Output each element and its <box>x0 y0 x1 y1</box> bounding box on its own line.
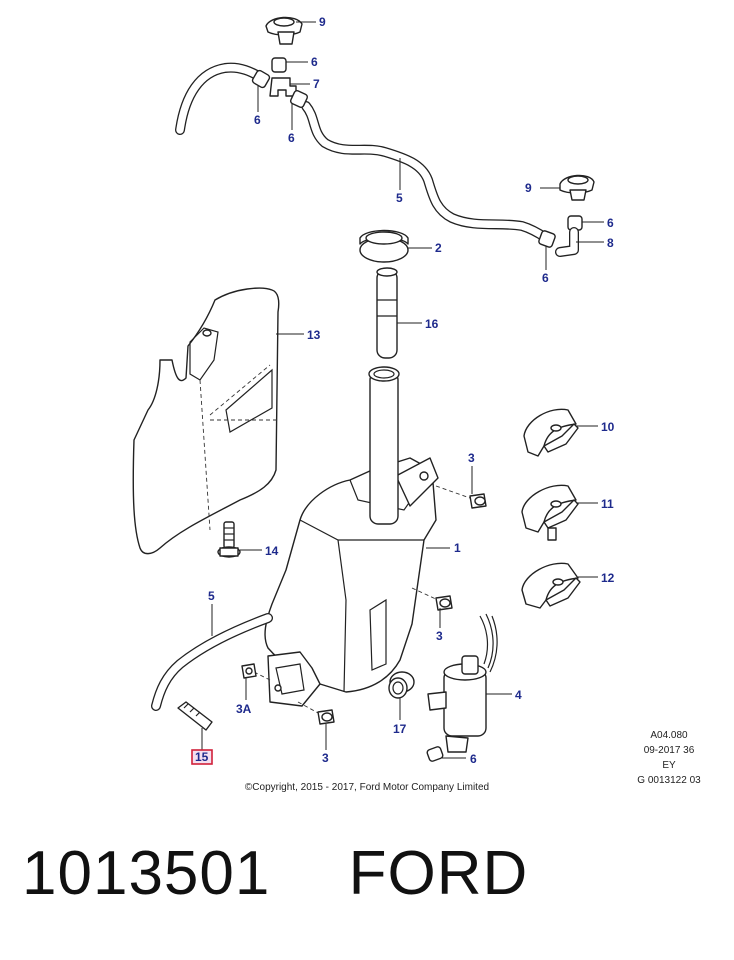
filler-neck-16 <box>376 267 398 359</box>
callout-6[interactable]: 6 <box>607 216 614 230</box>
callout-3A[interactable]: 3A <box>236 702 252 716</box>
bolt-3-mid <box>435 595 453 611</box>
washer-jet-9-left <box>265 16 303 45</box>
connector-6-right-bottom <box>538 230 556 248</box>
clip-10 <box>523 408 579 457</box>
splash-shield-13 <box>132 287 280 555</box>
meta-line: 09-2017 36 <box>643 745 695 756</box>
connector-15 <box>177 701 213 731</box>
parts-diagram: 9 6 7 6 6 5 9 6 8 6 2 16 13 10 3 11 1 14… <box>132 15 615 766</box>
meta-line: G 0013122 03 <box>637 775 701 786</box>
part-number: 1013501 <box>22 839 271 908</box>
callout-1[interactable]: 1 <box>454 541 461 555</box>
copyright-notice: ©Copyright, 2015 - 2017, Ford Motor Comp… <box>244 782 490 793</box>
highlight-box-15 <box>191 749 213 765</box>
callout-11[interactable]: 11 <box>601 497 614 511</box>
hose-5-upper <box>301 101 551 243</box>
callout-10[interactable]: 10 <box>601 420 615 434</box>
callout-6[interactable]: 6 <box>311 55 318 69</box>
callout-6[interactable]: 6 <box>288 131 295 145</box>
washer-pump-4 <box>427 613 498 753</box>
nut-3A <box>241 663 257 679</box>
callout-7[interactable]: 7 <box>313 77 320 91</box>
hose-upper-left <box>175 62 267 135</box>
callout-13[interactable]: 13 <box>307 328 321 342</box>
callout-15[interactable]: 15 <box>195 750 209 764</box>
connector-6-pump <box>426 746 444 762</box>
callout-16[interactable]: 16 <box>425 317 439 331</box>
clip-11 <box>521 484 579 541</box>
washer-jet-9-right <box>559 174 595 201</box>
elbow-8 <box>555 227 579 257</box>
reservoir-1 <box>264 366 439 707</box>
callout-4[interactable]: 4 <box>515 688 522 702</box>
callout-9[interactable]: 9 <box>525 181 532 195</box>
callout-6[interactable]: 6 <box>470 752 477 766</box>
meta-line: EY <box>662 760 676 771</box>
callout-3[interactable]: 3 <box>436 629 443 643</box>
callout-5[interactable]: 5 <box>208 589 215 603</box>
brand-name: FORD <box>348 839 529 908</box>
callout-8[interactable]: 8 <box>607 236 614 250</box>
callout-6[interactable]: 6 <box>542 271 549 285</box>
callout-2[interactable]: 2 <box>435 241 442 255</box>
bolt-3-upper <box>469 493 487 509</box>
connector-6-left <box>251 69 271 89</box>
bolt-14 <box>217 521 241 558</box>
hose-5-lower <box>151 613 273 711</box>
callout-14[interactable]: 14 <box>265 544 279 558</box>
connector-6-top <box>271 57 287 73</box>
callout-9[interactable]: 9 <box>319 15 326 29</box>
callout-6[interactable]: 6 <box>254 113 261 127</box>
grommet-17 <box>388 671 415 699</box>
bolt-3-lower <box>317 709 335 725</box>
clip-12 <box>521 562 581 609</box>
meta-line: A04.080 <box>650 730 688 741</box>
callout-5[interactable]: 5 <box>396 191 403 205</box>
t-piece-7 <box>269 77 297 97</box>
callout-3[interactable]: 3 <box>322 751 329 765</box>
callout-3[interactable]: 3 <box>468 451 475 465</box>
drawing-reference: A04.080 09-2017 36 EY G 0013122 03 <box>614 728 724 788</box>
filler-cap-2 <box>359 229 409 263</box>
callout-17[interactable]: 17 <box>393 722 407 736</box>
callout-12[interactable]: 12 <box>601 571 615 585</box>
part-caption: 1013501 FORD <box>22 838 528 909</box>
connector-6-mid <box>289 89 309 109</box>
